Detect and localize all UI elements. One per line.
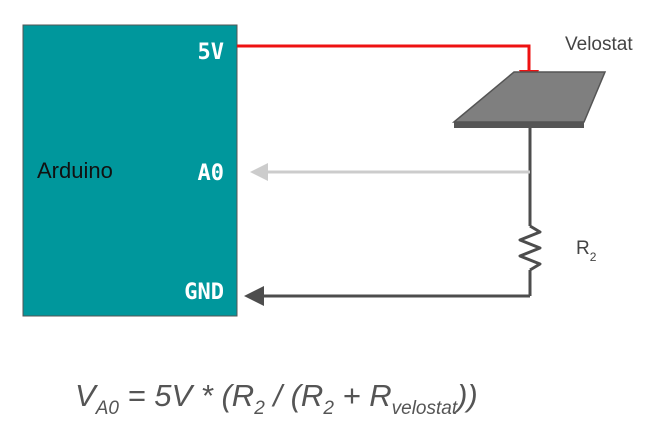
arrow-a0 — [250, 163, 268, 181]
velostat-sheet-edge — [454, 122, 584, 128]
velostat-label: Velostat — [565, 34, 633, 55]
pin-5v-label: 5V — [198, 40, 225, 65]
resistor-r2 — [518, 224, 542, 272]
wire-5v — [237, 44, 531, 70]
resistor-label: R2 — [576, 238, 597, 264]
velostat-sheet — [451, 71, 607, 123]
pin-gnd-label: GND — [184, 280, 224, 305]
arduino-label: Arduino — [37, 158, 113, 183]
arduino-board — [22, 24, 238, 317]
arrow-gnd — [244, 286, 264, 306]
pin-a0-label: A0 — [198, 161, 225, 186]
voltage-formula: VA0 = 5V * (R2 / (R2 + Rvelostat)) — [75, 378, 478, 419]
